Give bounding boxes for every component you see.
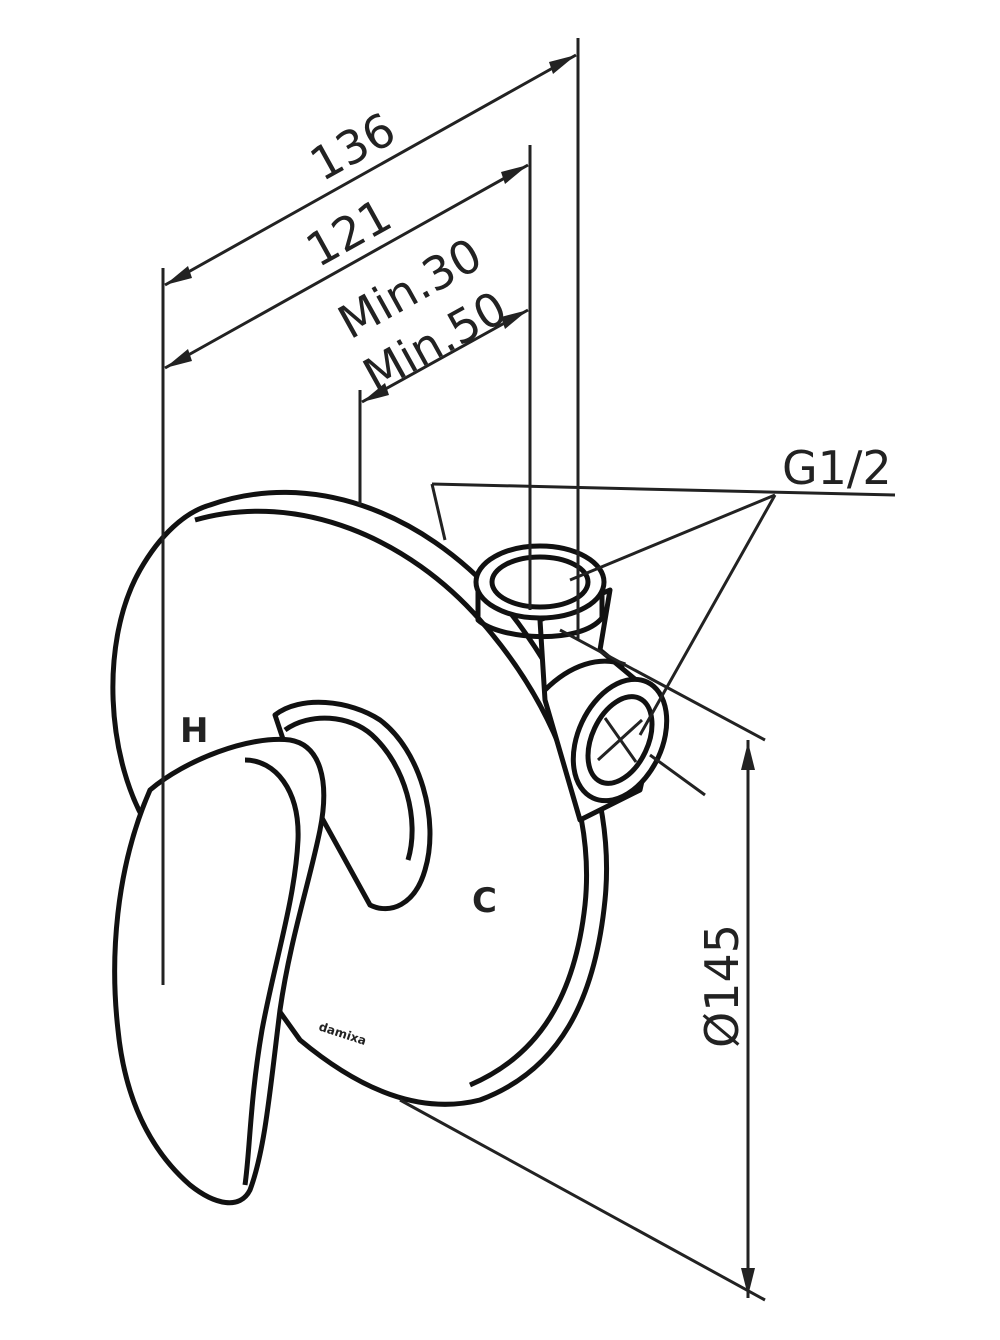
cold-marking: C	[472, 881, 497, 921]
diameter-label: Ø145	[695, 924, 749, 1048]
top-outlet	[473, 543, 607, 640]
thread-label: G1/2	[782, 441, 892, 495]
hot-marking: H	[180, 711, 208, 751]
lever-handle	[112, 736, 327, 1206]
dimension-lines	[161, 38, 896, 1302]
dim-136-label: 136	[301, 102, 404, 192]
side-outlet	[570, 676, 670, 804]
